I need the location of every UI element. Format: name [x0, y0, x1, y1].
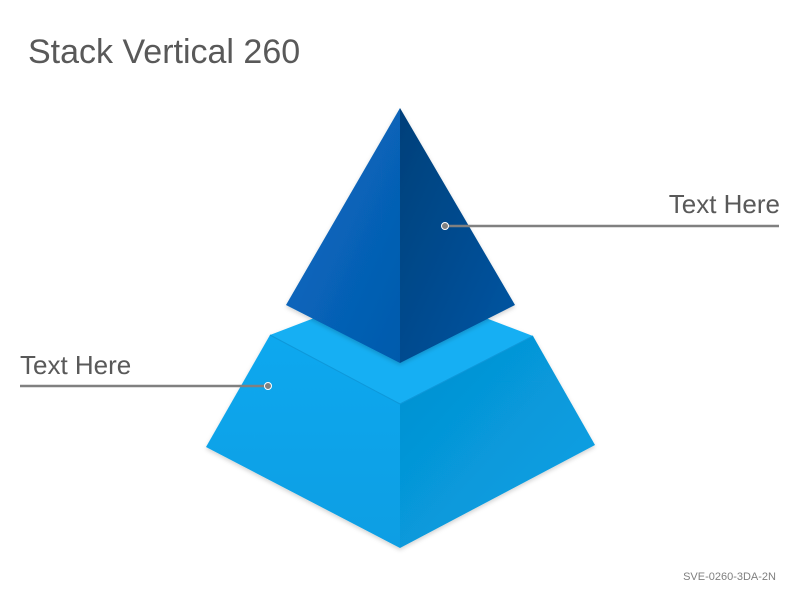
callout-left-label: Text Here — [20, 350, 132, 380]
callout-right-dot — [441, 222, 449, 230]
page-title: Stack Vertical 260 — [28, 33, 301, 71]
callout-left-dot — [264, 382, 272, 390]
slide-code: SVE-0260-3DA-2N — [683, 571, 776, 583]
callout-right-label: Text Here — [668, 189, 780, 219]
callout-left-connector — [20, 382, 272, 390]
base-right-face — [400, 336, 595, 548]
pyramid-top-segment — [286, 108, 515, 363]
callout-right-connector — [441, 222, 779, 230]
top-right-face — [400, 108, 515, 363]
base-left-face — [206, 335, 400, 548]
top-left-face — [286, 108, 400, 363]
